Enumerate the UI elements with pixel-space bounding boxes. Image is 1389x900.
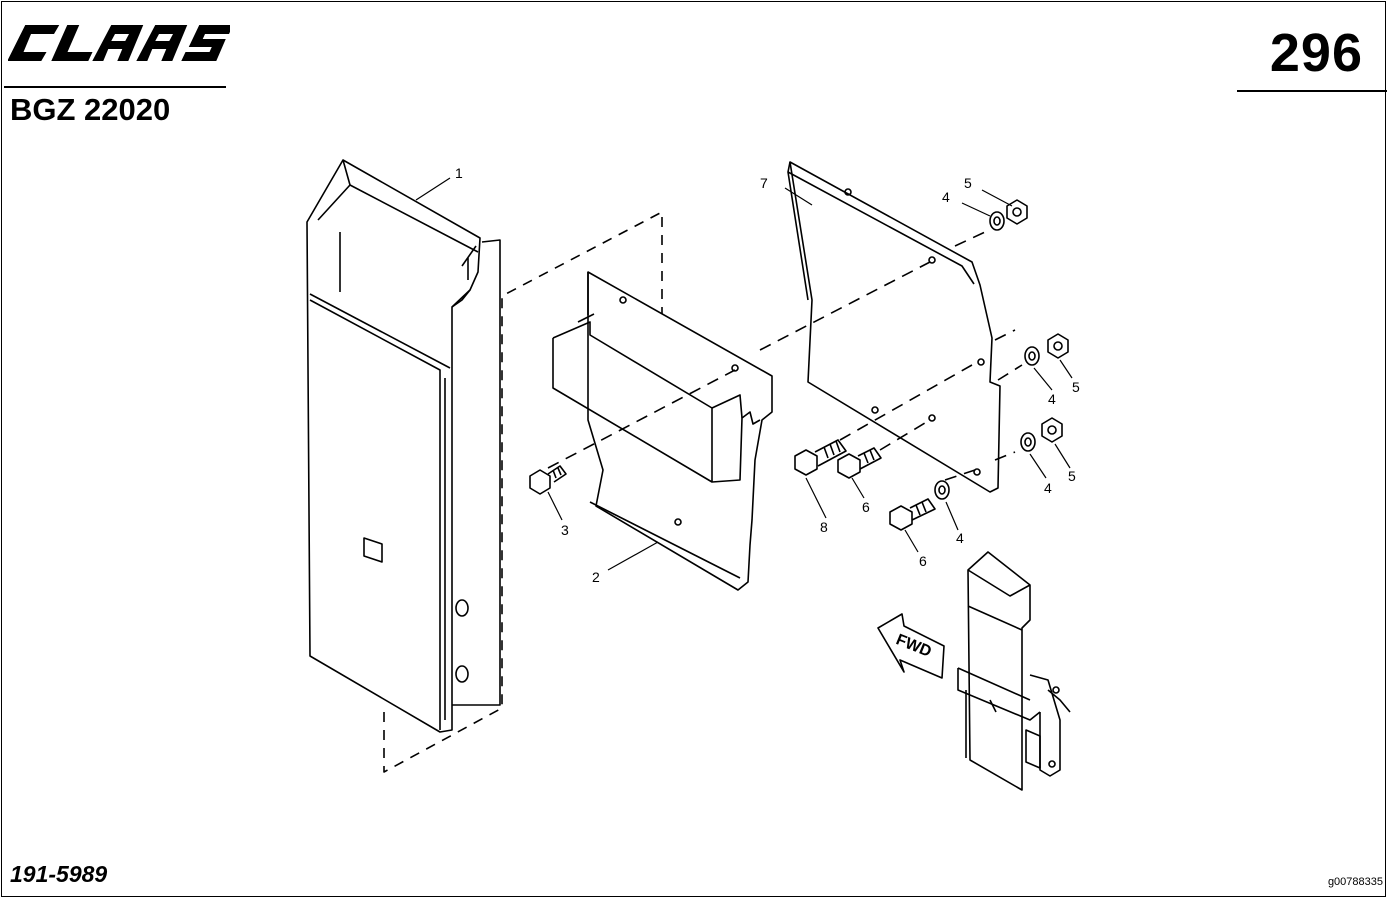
washer-4-lower	[1020, 432, 1036, 452]
washer-4-mid	[1024, 346, 1040, 366]
location-inset	[957, 551, 1071, 791]
callout-3: 3	[561, 522, 569, 538]
callout-2: 2	[592, 569, 600, 585]
bolt-axis-lines	[547, 231, 1023, 481]
page-number-underline	[1237, 90, 1387, 92]
callout-5-lower: 5	[1068, 468, 1076, 484]
nut-5-mid	[1047, 333, 1069, 359]
part-2-bracket	[552, 271, 773, 591]
callout-1: 1	[455, 165, 463, 181]
bolt-6-upper	[837, 447, 882, 479]
part-7-plate	[787, 161, 1001, 493]
callout-4-top: 4	[942, 189, 950, 205]
callout-5-mid: 5	[1072, 379, 1080, 395]
logo-underline	[4, 86, 226, 88]
page-number: 296	[1269, 23, 1363, 83]
group-code: BGZ 22020	[10, 92, 171, 127]
callout-4-bottom: 4	[956, 530, 964, 546]
fwd-direction-arrow	[877, 613, 945, 679]
nut-5-top	[1006, 199, 1028, 225]
callout-5-top: 5	[964, 175, 972, 191]
part-1-shield	[306, 159, 501, 733]
illustration-code: g00788335	[1327, 876, 1383, 888]
callout-6-upper: 6	[862, 499, 870, 515]
bolt-6-lower	[889, 498, 936, 531]
bolt-8	[794, 439, 847, 476]
leader-lines	[415, 177, 1073, 571]
callout-4-lower: 4	[1044, 480, 1052, 496]
callout-6-lower: 6	[919, 553, 927, 569]
washer-4-bottom	[934, 480, 950, 500]
assembly-line-1	[383, 211, 663, 773]
washer-4-top	[989, 211, 1005, 231]
callout-8: 8	[820, 519, 828, 535]
callout-7: 7	[760, 175, 768, 191]
bolt-3	[529, 465, 567, 495]
nut-5-lower	[1041, 417, 1063, 443]
claas-logo	[8, 25, 230, 61]
document-number: 191-5989	[10, 861, 108, 887]
callout-4-mid: 4	[1048, 391, 1056, 407]
